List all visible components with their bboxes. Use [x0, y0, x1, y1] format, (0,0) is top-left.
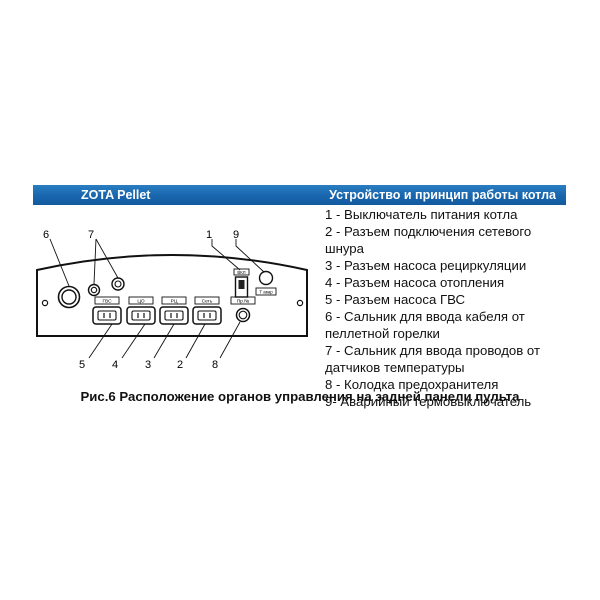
callout-4: 4 [112, 359, 118, 371]
leader-lines [49, 238, 265, 359]
label-pred: Пр.№ [237, 299, 250, 305]
legend-item-9: 9- Аварийный термовыключатель [325, 394, 532, 409]
legend-item-4: 4 - Разъем насоса отопления [325, 275, 505, 290]
power-switch-icon: ВКЛ [233, 268, 250, 298]
gland-7a-icon [87, 283, 101, 297]
legend-item-8: 8 - Колодка предохранителя [325, 377, 499, 392]
callout-7: 7 [88, 229, 94, 241]
callout-9: 9 [233, 229, 239, 241]
label-gvs: ГВС [102, 299, 112, 305]
legend-item-6: 6 - Сальник для ввода кабеля от пеллетно… [325, 309, 525, 341]
connector-co: ЦО [126, 296, 156, 325]
callout-5: 5 [79, 359, 85, 371]
label-set: Сеть [202, 299, 213, 305]
fuse-holder-icon: Пр.№ [230, 296, 256, 323]
rear-panel-diagram: ГВС ЦО РЦ Сеть Пр.№ ВКЛ [36, 229, 308, 371]
callout-6: 6 [43, 229, 49, 241]
callout-8: 8 [212, 359, 218, 371]
label-rc: РЦ [171, 299, 178, 305]
header-right-title: Устройство и принцип работы котла [329, 188, 556, 202]
legend-item-7: 7 - Сальник для ввода проводов от датчик… [325, 343, 540, 375]
mount-hole-right [296, 299, 304, 307]
legend-list: 1 - Выключатель питания котла 2 - Разъем… [325, 206, 570, 410]
legend-item-3: 3 - Разъем насоса рециркуляции [325, 258, 527, 273]
label-vkl: ВКЛ [237, 270, 245, 275]
legend-item-1: 1 - Выключатель питания котла [325, 207, 518, 222]
mount-hole-left [41, 299, 49, 307]
connector-gvs: ГВС [92, 296, 122, 325]
label-co: ЦО [137, 299, 144, 305]
gland-7b-icon [111, 277, 125, 291]
label-tavar: Т авар [259, 290, 273, 295]
thermostat-icon: Т авар [255, 270, 277, 296]
legend-item-5: 5 - Разъем насоса ГВС [325, 292, 465, 307]
legend-item-2: 2 - Разъем подключения сетевого шнура [325, 224, 532, 256]
connector-rc: РЦ [159, 296, 189, 325]
callout-1: 1 [206, 229, 212, 241]
connector-set: Сеть [192, 296, 222, 325]
header-left-title: ZOTA Pellet [81, 188, 151, 202]
header-bar: ZOTA Pellet Устройство и принцип работы … [33, 185, 566, 205]
callout-2: 2 [177, 359, 183, 371]
figure-caption: Рис.6 Расположение органов управления на… [80, 389, 520, 404]
callout-3: 3 [145, 359, 151, 371]
gland-6-icon [57, 285, 81, 309]
